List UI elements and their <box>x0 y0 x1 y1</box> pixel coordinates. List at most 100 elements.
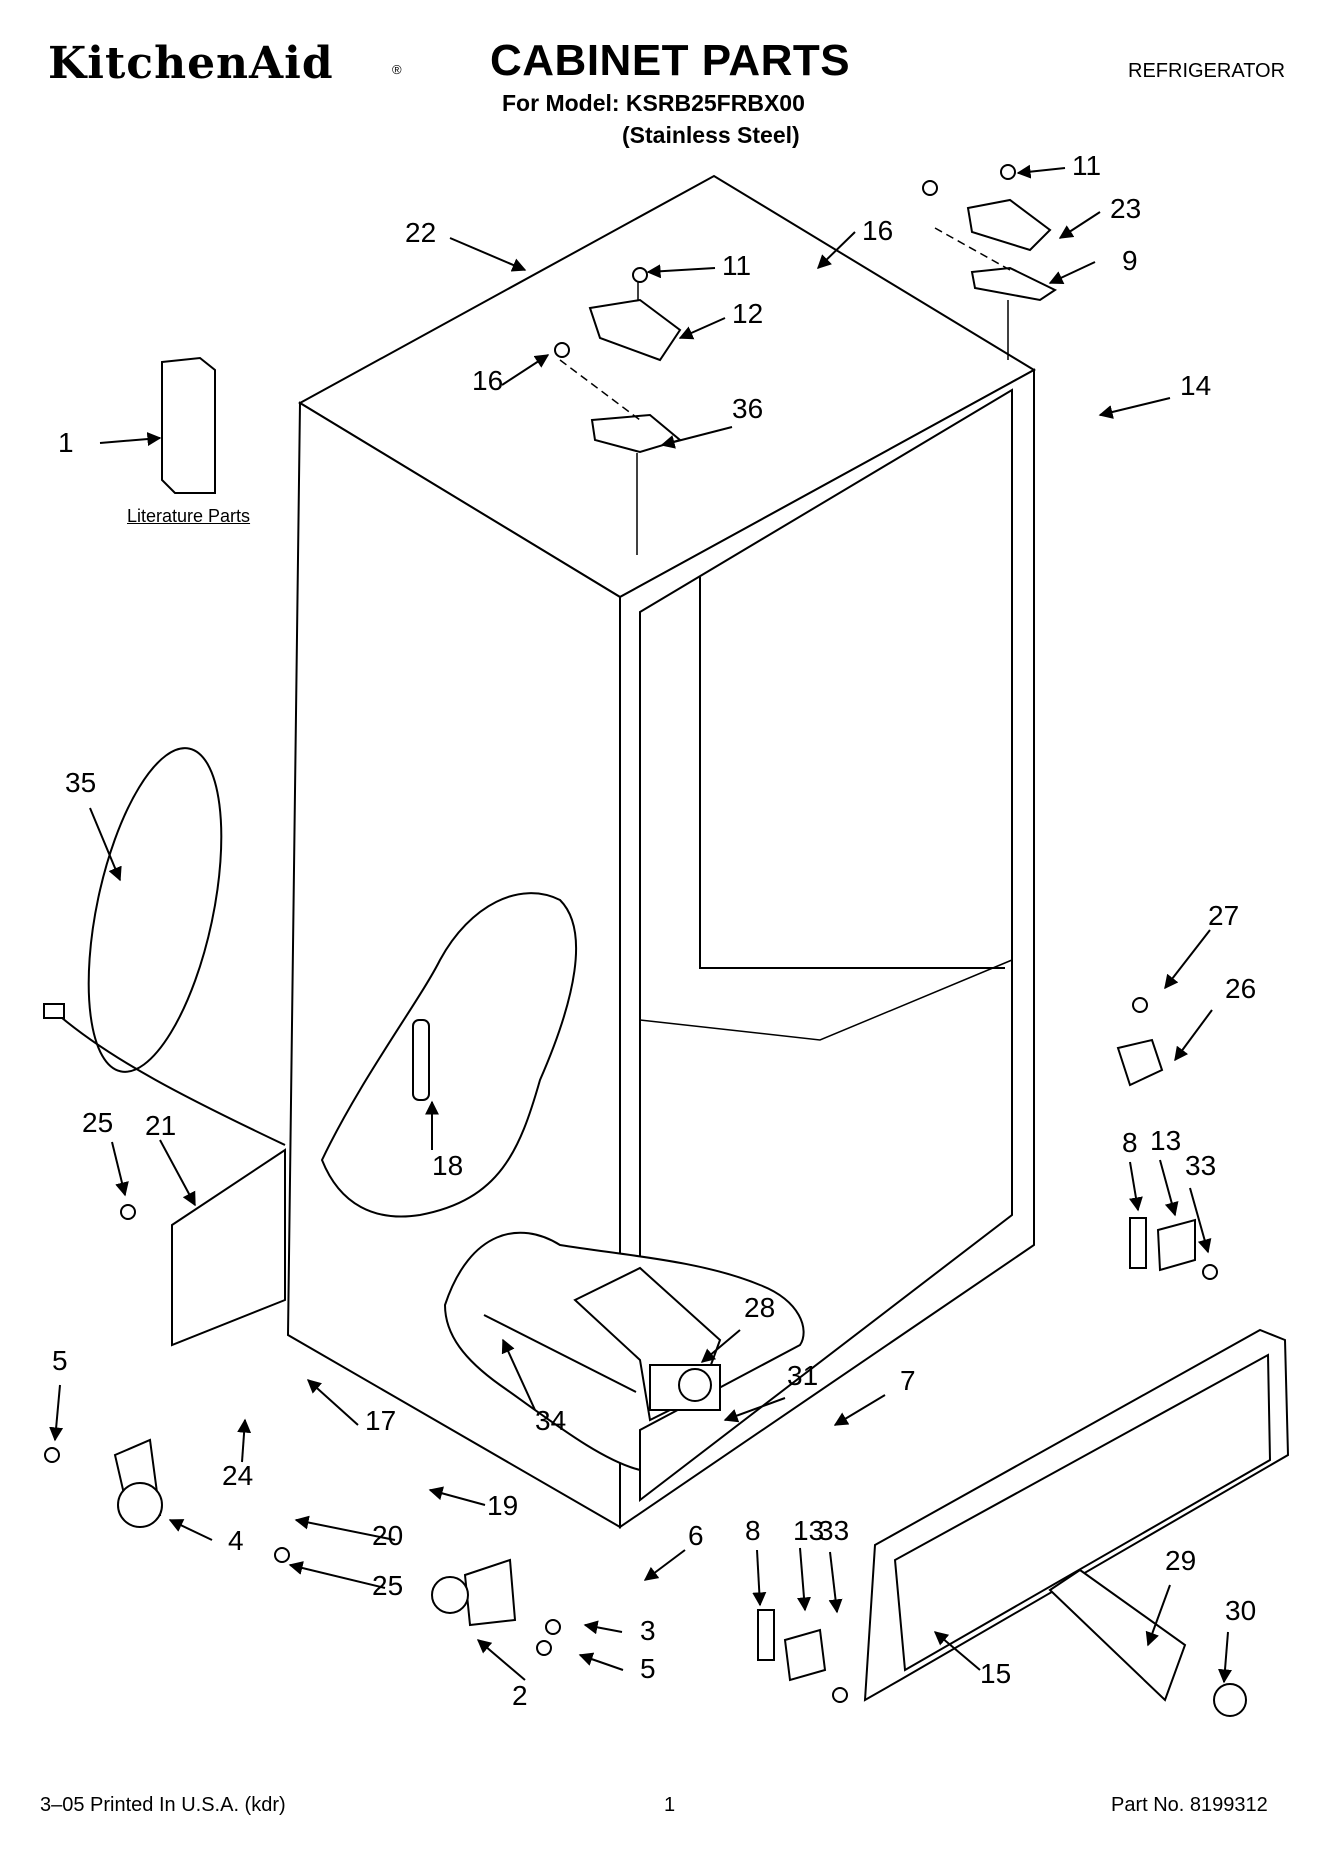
part-callout-23: 23 <box>1110 193 1141 224</box>
callout-arrow <box>723 1397 786 1423</box>
front-roller-left <box>113 1438 163 1528</box>
callout-arrow <box>294 1515 396 1541</box>
callout-arrow <box>1098 397 1171 419</box>
callout-arrow <box>99 432 162 447</box>
part-callout-20: 20 <box>372 1520 403 1551</box>
part-callout-3: 3 <box>640 1615 656 1646</box>
water-filter <box>1048 1568 1247 1717</box>
page-number: 1 <box>664 1794 676 1816</box>
callout-arrow <box>1174 1009 1213 1062</box>
callout-arrow <box>752 1549 767 1607</box>
callout-arrow <box>578 1652 624 1671</box>
callout-arrow <box>678 317 726 340</box>
part-callout-21: 21 <box>145 1110 176 1141</box>
part-callout-7: 7 <box>900 1365 916 1396</box>
callout-arrow <box>501 1338 536 1411</box>
part-callout-15: 15 <box>980 1658 1011 1689</box>
callout-arrow <box>1164 929 1211 990</box>
water-valve <box>573 1266 722 1422</box>
finish-line: (Stainless Steel) <box>622 122 800 148</box>
part-callout-6: 6 <box>688 1520 704 1551</box>
part-callout-17: 17 <box>365 1405 396 1436</box>
top-hinge-right <box>934 198 1058 360</box>
callout-arrow <box>643 1549 686 1581</box>
part-callout-16: 16 <box>862 215 893 246</box>
callout-arrow <box>476 1639 526 1681</box>
screws <box>44 164 1218 1703</box>
part-callout-36: 36 <box>732 393 763 424</box>
callout-arrow <box>159 1139 196 1207</box>
appliance-category: REFRIGERATOR <box>1128 60 1286 82</box>
part-callout-30: 30 <box>1225 1595 1256 1626</box>
part-callout-24: 24 <box>222 1460 253 1491</box>
part-callout-19: 19 <box>487 1490 518 1521</box>
callout-arrow <box>288 1561 386 1589</box>
callout-arrow <box>828 1551 843 1614</box>
part-callout-25: 25 <box>82 1107 113 1138</box>
callout-arrow <box>428 1486 486 1506</box>
part-callout-22: 22 <box>405 217 436 248</box>
part-callout-11: 11 <box>722 250 751 281</box>
callout-arrow <box>583 1620 623 1635</box>
part-callout-8: 8 <box>745 1515 761 1546</box>
callout-arrow <box>501 354 550 386</box>
door-stop <box>1116 1038 1164 1087</box>
callout-arrow <box>1016 164 1066 179</box>
callout-arrow <box>449 237 527 272</box>
callout-arrow <box>1189 1187 1212 1254</box>
part-callout-26: 26 <box>1225 973 1256 1004</box>
callout-arrow <box>933 1631 981 1671</box>
part-callout-9: 9 <box>1122 245 1138 276</box>
part-callout-18: 18 <box>432 1150 463 1181</box>
callout-arrow <box>1218 1631 1232 1684</box>
part-callout-25: 25 <box>372 1570 403 1601</box>
callout-arrow <box>797 1547 811 1612</box>
callout-arrow <box>646 264 716 279</box>
part-number: Part No. 8199312 <box>1111 1794 1268 1816</box>
part-callout-1: 1 <box>58 427 74 458</box>
callout-arrow <box>111 1141 129 1197</box>
base-grille <box>863 1328 1290 1702</box>
bottom-hinge-right <box>1129 1217 1196 1272</box>
part-callout-29: 29 <box>1165 1545 1196 1576</box>
machine-compartment-cutaway <box>443 1231 805 1472</box>
water-tube <box>483 1314 637 1393</box>
literature-parts-book <box>161 356 216 494</box>
part-callout-4: 4 <box>228 1525 244 1556</box>
callout-arrow <box>816 231 856 269</box>
callout-arrow <box>1058 211 1101 239</box>
part-callout-14: 14 <box>1180 370 1211 401</box>
callout-arrow <box>168 1519 213 1541</box>
callout-arrow <box>1048 261 1096 285</box>
part-callout-16: 16 <box>472 365 503 396</box>
part-callout-13: 13 <box>793 1515 824 1546</box>
power-cord <box>43 747 286 1146</box>
literature-parts-label: Literature Parts <box>127 506 251 526</box>
cabinet-shell <box>286 174 1037 1529</box>
part-callouts: 1234556788911111213131415161617181920212… <box>49 150 1256 1711</box>
rear-roller <box>431 1558 517 1627</box>
model-line: For Model: KSRB25FRBX00 <box>502 90 805 116</box>
top-hinge-left <box>559 280 683 555</box>
callout-arrow <box>833 1394 886 1426</box>
brand-logo: KitchenAid <box>48 38 334 89</box>
callout-arrow <box>1145 1584 1171 1647</box>
part-callout-13: 13 <box>1150 1125 1181 1156</box>
part-callout-28: 28 <box>744 1292 775 1323</box>
page-title: CABINET PARTS <box>490 36 851 85</box>
registered-mark: ® <box>392 62 402 77</box>
print-info: 3–05 Printed In U.S.A. (kdr) <box>40 1794 286 1816</box>
callout-arrow <box>1129 1161 1143 1212</box>
part-callout-11: 11 <box>1072 150 1101 181</box>
part-callout-33: 33 <box>1185 1150 1216 1181</box>
callout-arrow <box>660 426 733 449</box>
part-callout-27: 27 <box>1208 900 1239 931</box>
callout-arrow <box>700 1329 741 1363</box>
callout-arrow <box>89 807 122 882</box>
callout-arrow <box>1159 1159 1179 1217</box>
part-callout-2: 2 <box>512 1680 528 1711</box>
callout-arrow <box>49 1384 64 1442</box>
part-callout-35: 35 <box>65 767 96 798</box>
part-callout-8: 8 <box>1122 1127 1138 1158</box>
part-callout-5: 5 <box>640 1653 656 1684</box>
